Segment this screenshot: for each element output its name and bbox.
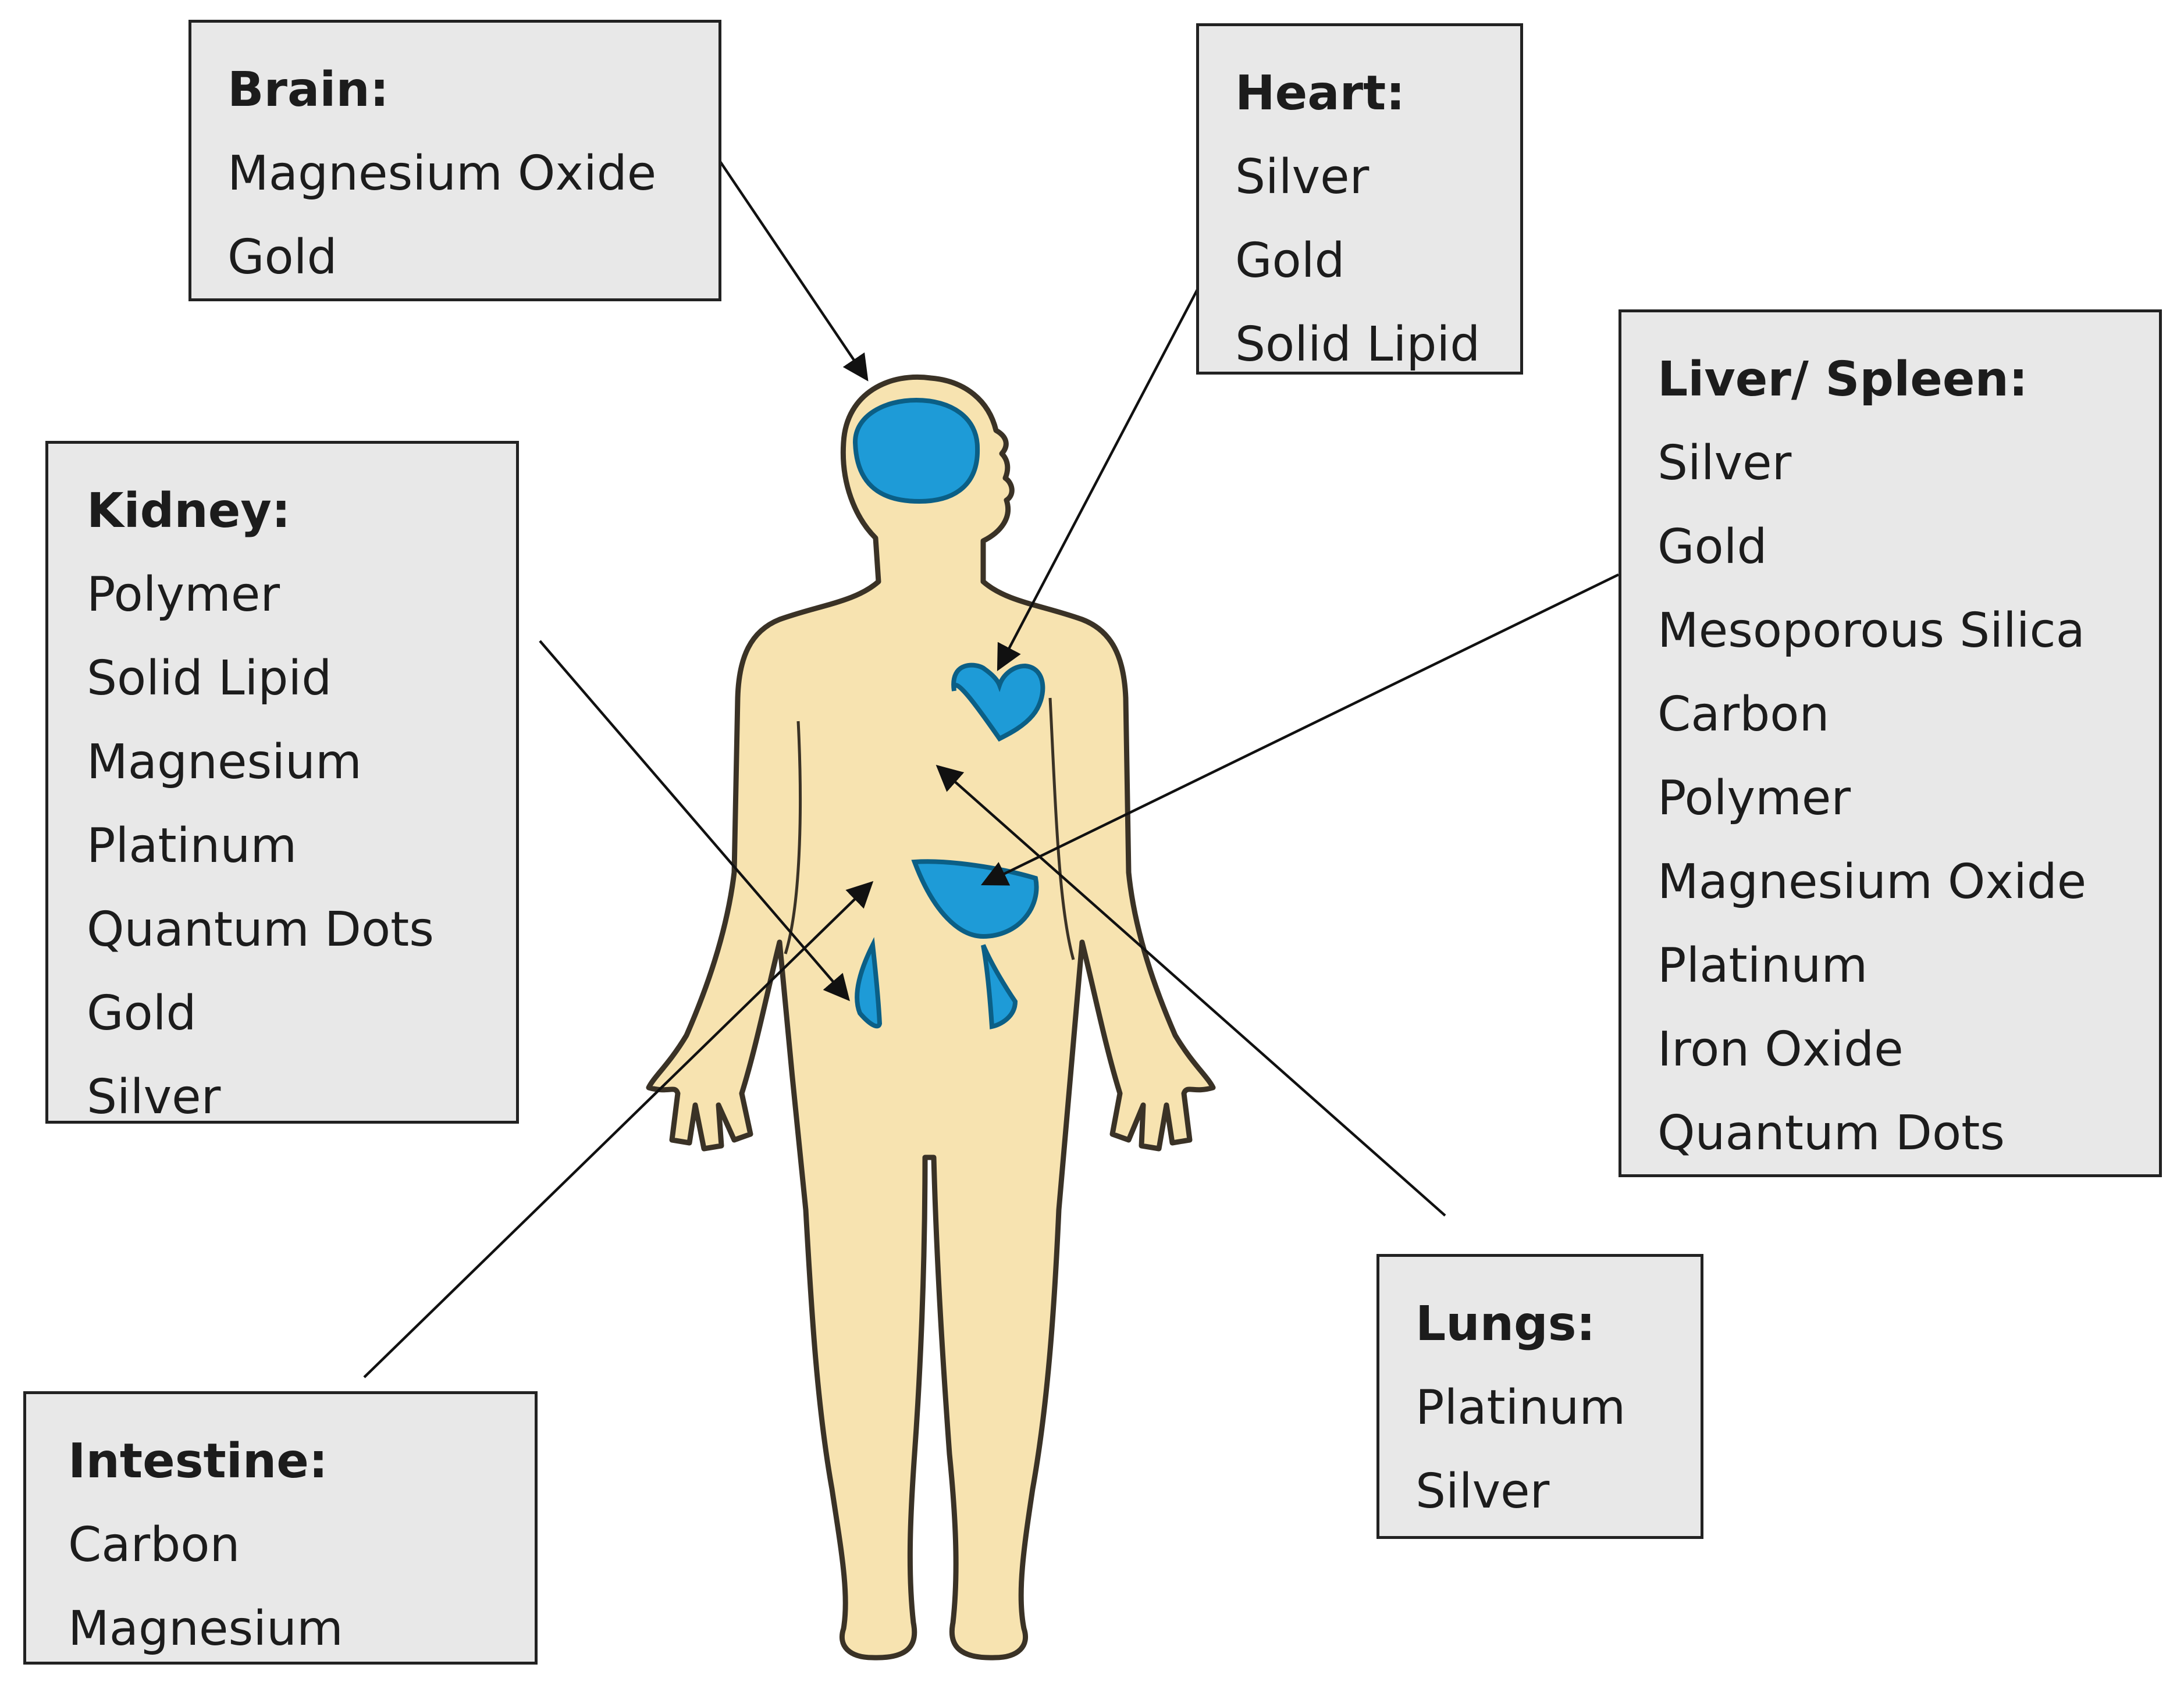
human-body xyxy=(646,374,1216,1661)
intestine-arrow xyxy=(363,881,874,1378)
kidney-label-item: Silver xyxy=(87,1070,221,1125)
liver-spleen-label-item: Mesoporous Silica xyxy=(1657,603,2085,658)
brain-arrow xyxy=(719,161,869,382)
kidney-label-item: Gold xyxy=(87,986,197,1041)
kidney-label-item: Magnesium xyxy=(87,735,362,790)
liver-spleen-label-item: Gold xyxy=(1657,519,1767,575)
kidney-label-item: Quantum Dots xyxy=(87,902,434,957)
kidney-label-title: Kidney: xyxy=(87,483,291,539)
heart-label-item: Gold xyxy=(1235,233,1345,288)
liver-arrow xyxy=(980,573,1619,886)
intestine-label-title: Intestine: xyxy=(68,1434,328,1489)
torso-line-right xyxy=(1048,697,1075,960)
right-kidney-organ xyxy=(981,944,1018,1029)
brain-label-item: Gold xyxy=(227,230,337,285)
lungs-label-item: Silver xyxy=(1415,1464,1550,1519)
liver-spleen-label-box: Liver/ Spleen: Silver Gold Mesoporous Si… xyxy=(1619,309,2162,1177)
kidney-label-box: Kidney: Polymer Solid Lipid Magnesium Pl… xyxy=(45,441,519,1125)
heart-label-item: Solid Lipid xyxy=(1235,317,1481,372)
liver-spleen-label-item: Silver xyxy=(1657,436,1792,491)
intestine-label-item: Carbon xyxy=(68,1517,240,1573)
kidney-label-item: Solid Lipid xyxy=(87,651,332,706)
brain-label-box: Brain: Magnesium Oxide Gold xyxy=(188,20,721,301)
intestine-label-box: Intestine: Carbon Magnesium xyxy=(23,1391,538,1665)
lungs-label-title: Lungs: xyxy=(1415,1296,1596,1352)
liver-spleen-label-title: Liver/ Spleen: xyxy=(1657,352,2028,407)
liver-spleen-label-item: Carbon xyxy=(1657,687,1830,742)
liver-spleen-label-item: Magnesium Oxide xyxy=(1657,854,2087,910)
liver-spleen-label-item: Polymer xyxy=(1657,771,1851,826)
body-silhouette xyxy=(646,374,1216,1661)
left-kidney-organ xyxy=(855,937,883,1029)
kidney-arrow xyxy=(539,640,850,1002)
heart-arrow xyxy=(997,242,1223,671)
liver-spleen-label-item: Quantum Dots xyxy=(1657,1106,2005,1161)
heart-label-title: Heart: xyxy=(1235,66,1406,121)
liver-spleen-label-item: Iron Oxide xyxy=(1657,1022,1904,1077)
lungs-label-item: Platinum xyxy=(1415,1380,1626,1435)
lungs-label-box: Lungs: Platinum Silver xyxy=(1376,1254,1703,1539)
intestine-label-item: Magnesium xyxy=(68,1601,343,1656)
lungs-arrow xyxy=(936,765,1446,1217)
heart-label-box: Heart: Silver Gold Solid Lipid xyxy=(1196,23,1523,375)
arrows xyxy=(363,161,1619,1378)
liver-spleen-label-item: Platinum xyxy=(1657,938,1868,993)
kidney-label-item: Platinum xyxy=(87,818,297,874)
brain-label-item: Magnesium Oxide xyxy=(227,146,657,201)
heart-organ xyxy=(951,662,1045,742)
brain-organ xyxy=(852,397,980,504)
kidney-label-item: Polymer xyxy=(87,567,280,622)
heart-label-item: Silver xyxy=(1235,149,1370,205)
brain-label-title: Brain: xyxy=(227,62,389,117)
